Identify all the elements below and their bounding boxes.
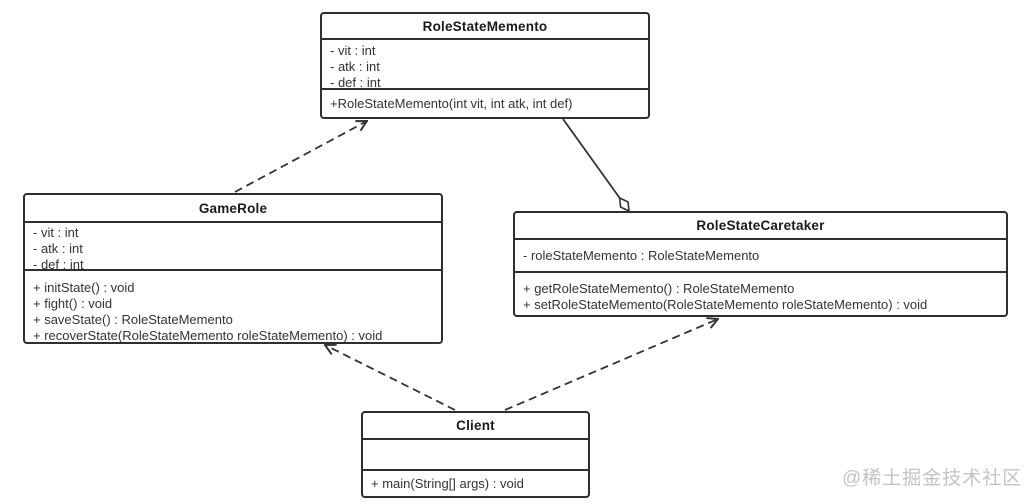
methods-section: + initState() : void + fight() : void + … — [25, 271, 441, 342]
class-box-rolestatecaretaker: RoleStateCaretaker - roleStateMemento : … — [513, 211, 1008, 317]
attributes-section-empty — [363, 440, 588, 471]
methods-section: + main(String[] args) : void — [363, 471, 588, 496]
class-name-rolestatecaretaker: RoleStateCaretaker — [515, 213, 1006, 240]
attribute: - vit : int — [330, 43, 376, 58]
method: + getRoleStateMemento() : RoleStateMemen… — [523, 281, 795, 296]
attribute: - vit : int — [33, 225, 79, 240]
attribute: - def : int — [330, 75, 381, 90]
method: +RoleStateMemento(int vit, int atk, int … — [330, 95, 573, 111]
class-name-gamerole: GameRole — [25, 195, 441, 223]
watermark-text: @稀土掘金技术社区 — [842, 468, 1023, 489]
method: + main(String[] args) : void — [371, 475, 524, 491]
methods-section: +RoleStateMemento(int vit, int atk, int … — [322, 90, 648, 117]
method: + initState() : void — [33, 280, 135, 295]
aggregation-line-rolestatememento-to-rolestatecaretaker — [562, 118, 621, 199]
dependency-arrow-client-to-gamerole — [325, 345, 456, 411]
method: + saveState() : RoleStateMemento — [33, 312, 233, 327]
methods-section: + getRoleStateMemento() : RoleStateMemen… — [515, 273, 1006, 315]
class-box-rolestatememento: RoleStateMemento - vit : int - atk : int… — [320, 12, 650, 119]
attribute: - roleStateMemento : RoleStateMemento — [523, 247, 760, 263]
aggregation-diamond-icon — [618, 196, 630, 213]
class-box-client: Client + main(String[] args) : void — [361, 411, 590, 498]
class-box-gamerole: GameRole - vit : int - atk : int - def :… — [23, 193, 443, 344]
method: + setRoleStateMemento(RoleStateMemento r… — [523, 297, 928, 312]
dependency-arrow-gamerole-to-rolestatememento — [234, 121, 367, 193]
attributes-section: - vit : int - atk : int - def : int — [25, 223, 441, 271]
attribute: - atk : int — [33, 241, 83, 256]
method: + recoverState(RoleStateMemento roleStat… — [33, 328, 383, 342]
attributes-section: - roleStateMemento : RoleStateMemento — [515, 240, 1006, 273]
attribute: - def : int — [33, 257, 84, 271]
attribute: - atk : int — [330, 59, 380, 74]
class-name-rolestatememento: RoleStateMemento — [322, 14, 648, 40]
class-name-client: Client — [363, 413, 588, 440]
method: + fight() : void — [33, 296, 113, 311]
attributes-section: - vit : int - atk : int - def : int — [322, 40, 648, 90]
dependency-arrow-client-to-rolestatecaretaker — [504, 319, 718, 411]
